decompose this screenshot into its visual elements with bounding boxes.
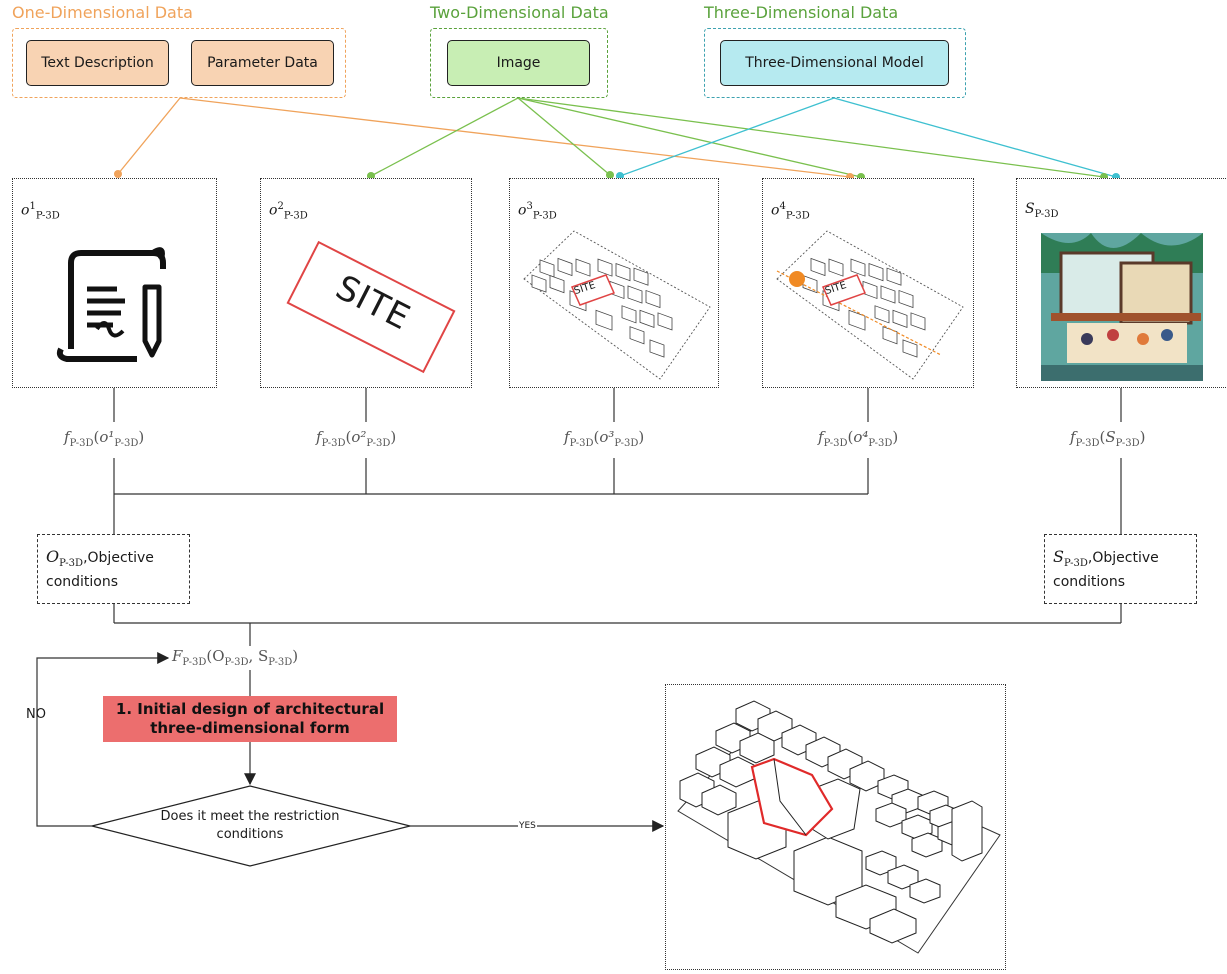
connector-cyan-1: [619, 97, 835, 177]
dot-green: [606, 171, 614, 179]
panel-label-s: SP-3D: [1025, 201, 1059, 220]
document-pen-icon: [56, 247, 166, 362]
decision-text: Does it meet the restriction conditions: [160, 809, 340, 842]
connector-cyan-2: [833, 97, 1117, 178]
panel-o3: o3P-3D SITE: [509, 178, 719, 388]
connector-green-1: [370, 97, 519, 177]
func-o2: fP-3D(o²P-3D): [316, 428, 397, 449]
parameter-data-box: Parameter Data: [191, 40, 334, 86]
panel-o4: o4P-3D SITE: [762, 178, 974, 388]
site-sign-icon: [286, 240, 456, 374]
group-three-d: [704, 28, 966, 98]
group-title-three-d: Three-Dimensional Data: [704, 3, 899, 22]
subjective-conditions-box: SP-3D,Objective conditions: [1044, 534, 1197, 604]
group-title-one-d: One-Dimensional Data: [12, 3, 193, 22]
func-o3: fP-3D(o³P-3D): [564, 428, 645, 449]
group-two-d: [430, 28, 608, 98]
combine-function: FP-3D(OP-3D, SP-3D): [172, 647, 299, 668]
panel-o2: o2P-3D SITE: [260, 178, 472, 388]
panel-label-o3: o3P-3D: [518, 201, 557, 222]
city-block-icon: [523, 230, 711, 380]
step-initial-design: 1. Initial design of architectural three…: [103, 696, 397, 742]
connector-orange-2: [179, 97, 851, 178]
func-o4: fP-3D(o⁴P-3D): [818, 428, 899, 449]
panel-label-o2: o2P-3D: [269, 201, 308, 222]
sun-icon: [789, 271, 805, 287]
func-s: fP-3D(SP-3D): [1070, 428, 1146, 449]
three-d-model-box: Three-Dimensional Model: [720, 40, 949, 86]
text-description-box: Text Description: [26, 40, 169, 86]
dot-orange: [114, 170, 122, 178]
panel-label-o1: o1P-3D: [21, 201, 60, 222]
panel-o1: o1P-3D: [12, 178, 217, 388]
connector-orange-1: [117, 97, 181, 175]
group-one-d: [12, 28, 346, 98]
result-massing-icon: [677, 700, 1001, 954]
connector-green-3: [517, 97, 862, 178]
image-box: Image: [447, 40, 590, 86]
decision-diamond: [91, 785, 411, 867]
connector-green-2: [517, 97, 611, 176]
func-o1: fP-3D(o¹P-3D): [64, 428, 145, 449]
result-panel: [665, 684, 1006, 970]
yes-label: YES: [518, 821, 537, 831]
panel-label-o4: o4P-3D: [771, 201, 810, 222]
group-title-two-d: Two-Dimensional Data: [430, 3, 609, 22]
objective-conditions-box: OP-3D,Objective conditions: [37, 534, 190, 604]
no-label: NO: [26, 707, 46, 722]
illustration-image: [1041, 233, 1203, 381]
connector-green-4: [517, 97, 1105, 178]
panel-s: SP-3D: [1016, 178, 1227, 388]
city-block-sun-icon: [776, 230, 964, 380]
